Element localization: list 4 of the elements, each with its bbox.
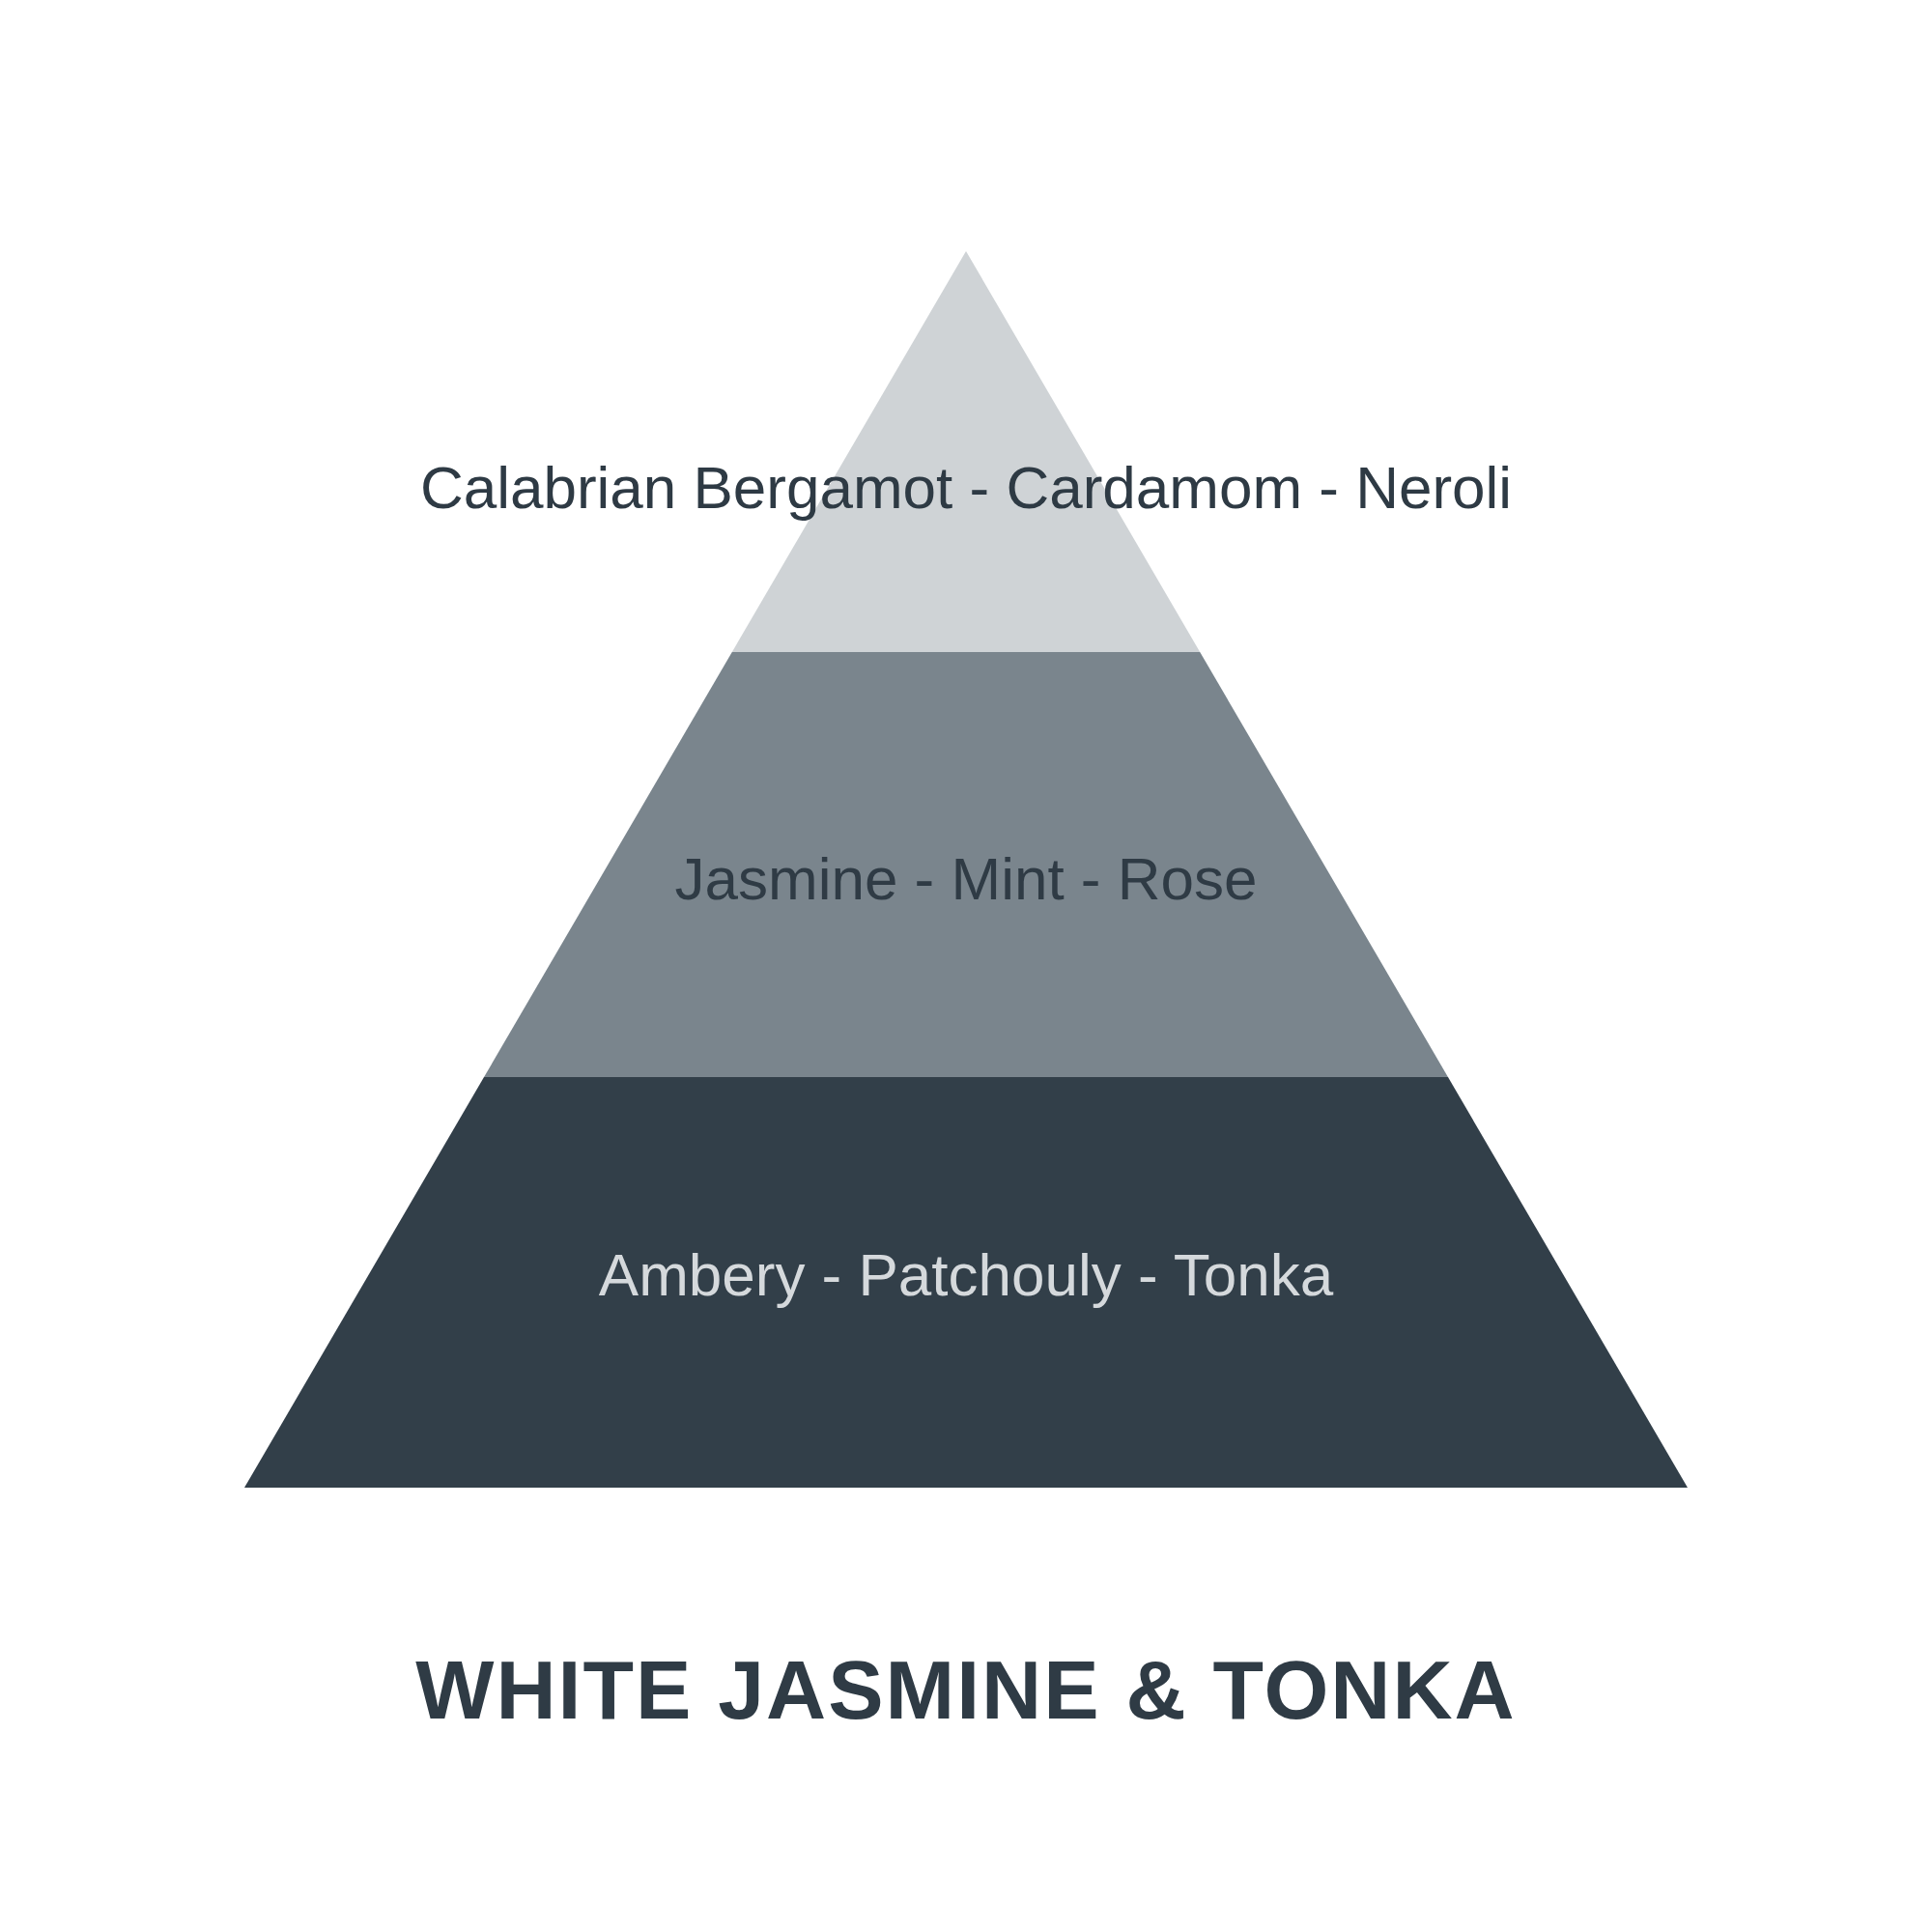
title: WHITE JASMINE & TONKA <box>415 1643 1517 1736</box>
note-text: Jasmine - Mint - Rose <box>674 845 1258 912</box>
note-text: Calabrian Bergamot - Cardamom - Neroli <box>419 454 1513 521</box>
note-text: Ambery - Patchouly - Tonka <box>598 1241 1334 1308</box>
